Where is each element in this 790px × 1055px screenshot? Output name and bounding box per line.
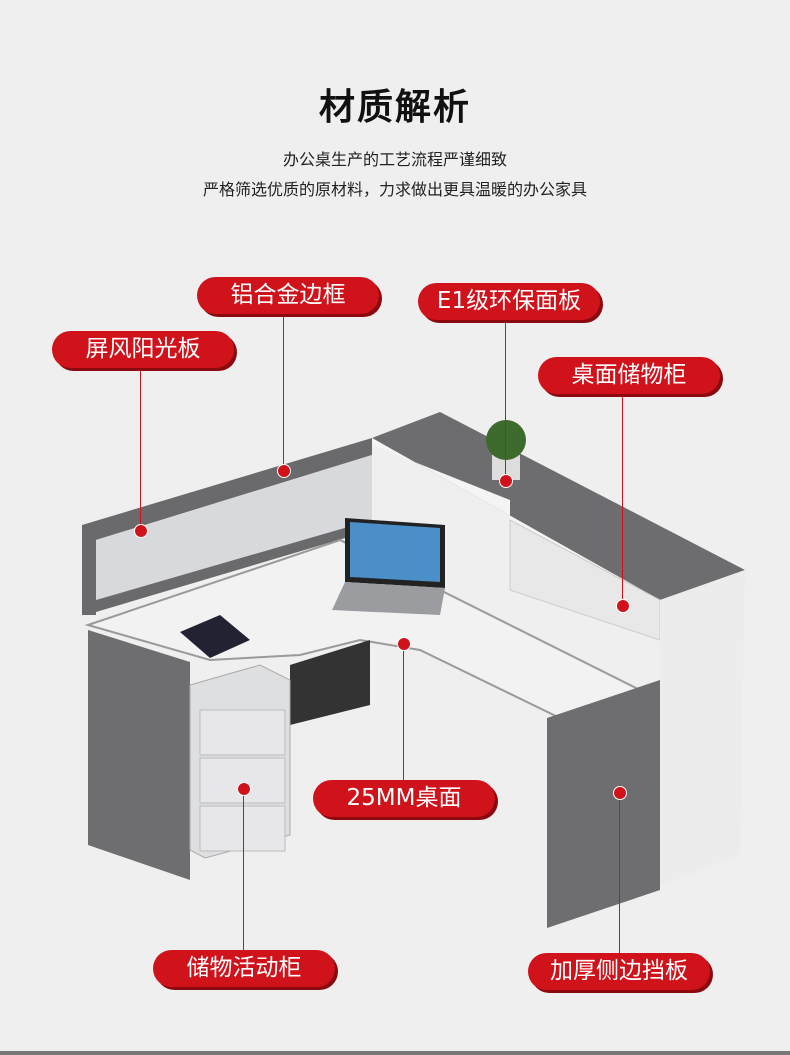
marker-e1-panel [499,474,513,488]
marker-screen-panel [134,524,148,538]
label-e1-panel: E1级环保面板 [418,283,600,320]
label-mobile-pedestal: 储物活动柜 [153,950,335,987]
label-desktop: 25MM桌面 [313,780,495,817]
label-aluminum-frame: 铝合金边框 [197,277,379,314]
subtitle-line-1: 办公桌生产的工艺流程严谨细致 [282,150,507,169]
marker-side-panel [613,786,627,800]
label-side-panel: 加厚侧边挡板 [528,953,710,990]
marker-desktop [397,637,411,651]
label-desk-cabinet: 桌面储物柜 [538,357,720,394]
marker-desk-cabinet [616,599,630,613]
page-title: 材质解析 [318,87,471,128]
marker-mobile-pedestal [237,782,251,796]
label-screen-panel: 屏风阳光板 [52,331,234,368]
subtitle-line-2: 严格筛选优质的原材料，力求做出更具温暖的办公家具 [202,180,587,199]
marker-aluminum-frame [277,464,291,478]
bottom-image-strip [0,1051,790,1055]
